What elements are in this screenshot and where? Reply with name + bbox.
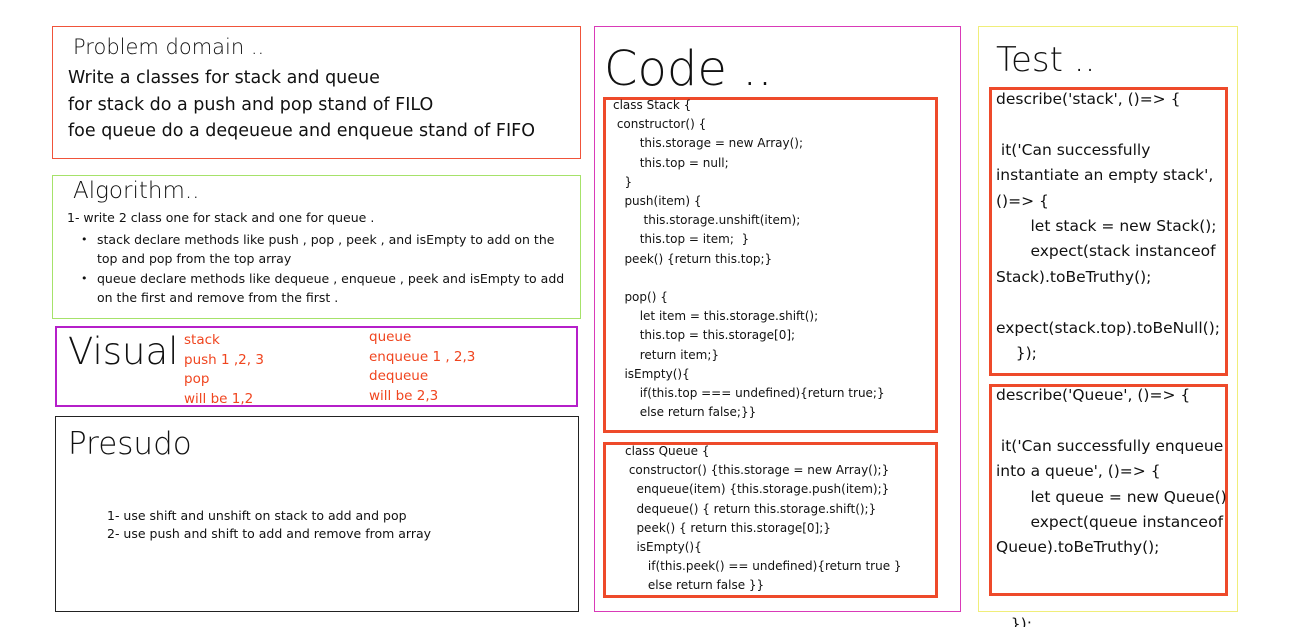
pseudocode-heading: Presudo <box>68 426 192 462</box>
pseudocode-line: 2- use push and shift to add and remove … <box>107 526 432 541</box>
stack-class-code: class Stack { constructor() { this.stora… <box>613 98 885 420</box>
pseudocode-panel: Presudo 1- use shift and unshift on stac… <box>55 416 579 612</box>
visual-stack-line: stack <box>184 332 220 348</box>
algorithm-heading: Algorithm.. <box>73 178 200 204</box>
visual-panel: Visual stack push 1 ,2, 3 pop will be 1,… <box>55 326 578 407</box>
stack-code-frame <box>603 97 938 433</box>
algorithm-bullet: queue declare methods like dequeue , enq… <box>81 269 576 307</box>
visual-heading: Visual <box>68 330 179 373</box>
queue-test-code: describe('Queue', ()=> { it('Can success… <box>996 386 1226 627</box>
pseudocode-text: 1- use shift and unshift on stack to add… <box>107 507 431 543</box>
problem-line: for stack do a push and pop stand of FIL… <box>68 94 434 115</box>
algorithm-intro: 1- write 2 class one for stack and one f… <box>67 210 375 225</box>
problem-domain-heading: Problem domain .. <box>73 35 265 59</box>
visual-queue-line: dequeue <box>369 368 429 384</box>
visual-queue-column: queue enqueue 1 , 2,3 dequeue will be 2,… <box>369 328 475 406</box>
visual-stack-line: push 1 ,2, 3 <box>184 351 264 368</box>
algorithm-panel: Algorithm.. 1- write 2 class one for sta… <box>52 175 581 319</box>
queue-code-frame <box>603 442 938 598</box>
stack-test-code: describe('stack', ()=> { it('Can success… <box>996 90 1220 363</box>
code-heading: Code .. <box>604 41 773 97</box>
algorithm-bullet: stack declare methods like push , pop , … <box>81 230 576 268</box>
queue-test-frame <box>989 384 1228 596</box>
visual-stack-line: will be 1,2 <box>184 390 254 407</box>
problem-domain-text: Write a classes for stack and queue for … <box>68 65 535 145</box>
visual-stack-line: pop <box>184 371 210 387</box>
visual-queue-line: will be 2,3 <box>369 387 439 404</box>
code-panel: Code .. class Stack { constructor() { th… <box>594 26 961 612</box>
visual-queue-line: enqueue 1 , 2,3 <box>369 348 476 365</box>
problem-line: foe queue do a deqeueue and enqueue stan… <box>68 121 535 141</box>
visual-stack-column: stack push 1 ,2, 3 pop will be 1,2 <box>184 331 264 409</box>
queue-class-code: class Queue { constructor() {this.storag… <box>625 444 902 593</box>
test-heading: Test .. <box>996 40 1096 80</box>
algorithm-bullet-list: stack declare methods like push , pop , … <box>81 230 576 308</box>
problem-domain-panel: Problem domain .. Write a classes for st… <box>52 26 581 159</box>
problem-line: Write a classes for stack and queue <box>68 68 380 88</box>
test-panel: Test .. describe('stack', ()=> { it('Can… <box>978 26 1238 627</box>
visual-queue-line: queue <box>369 329 412 345</box>
pseudocode-line: 1- use shift and unshift on stack to add… <box>107 508 407 523</box>
stack-test-frame <box>989 87 1228 376</box>
